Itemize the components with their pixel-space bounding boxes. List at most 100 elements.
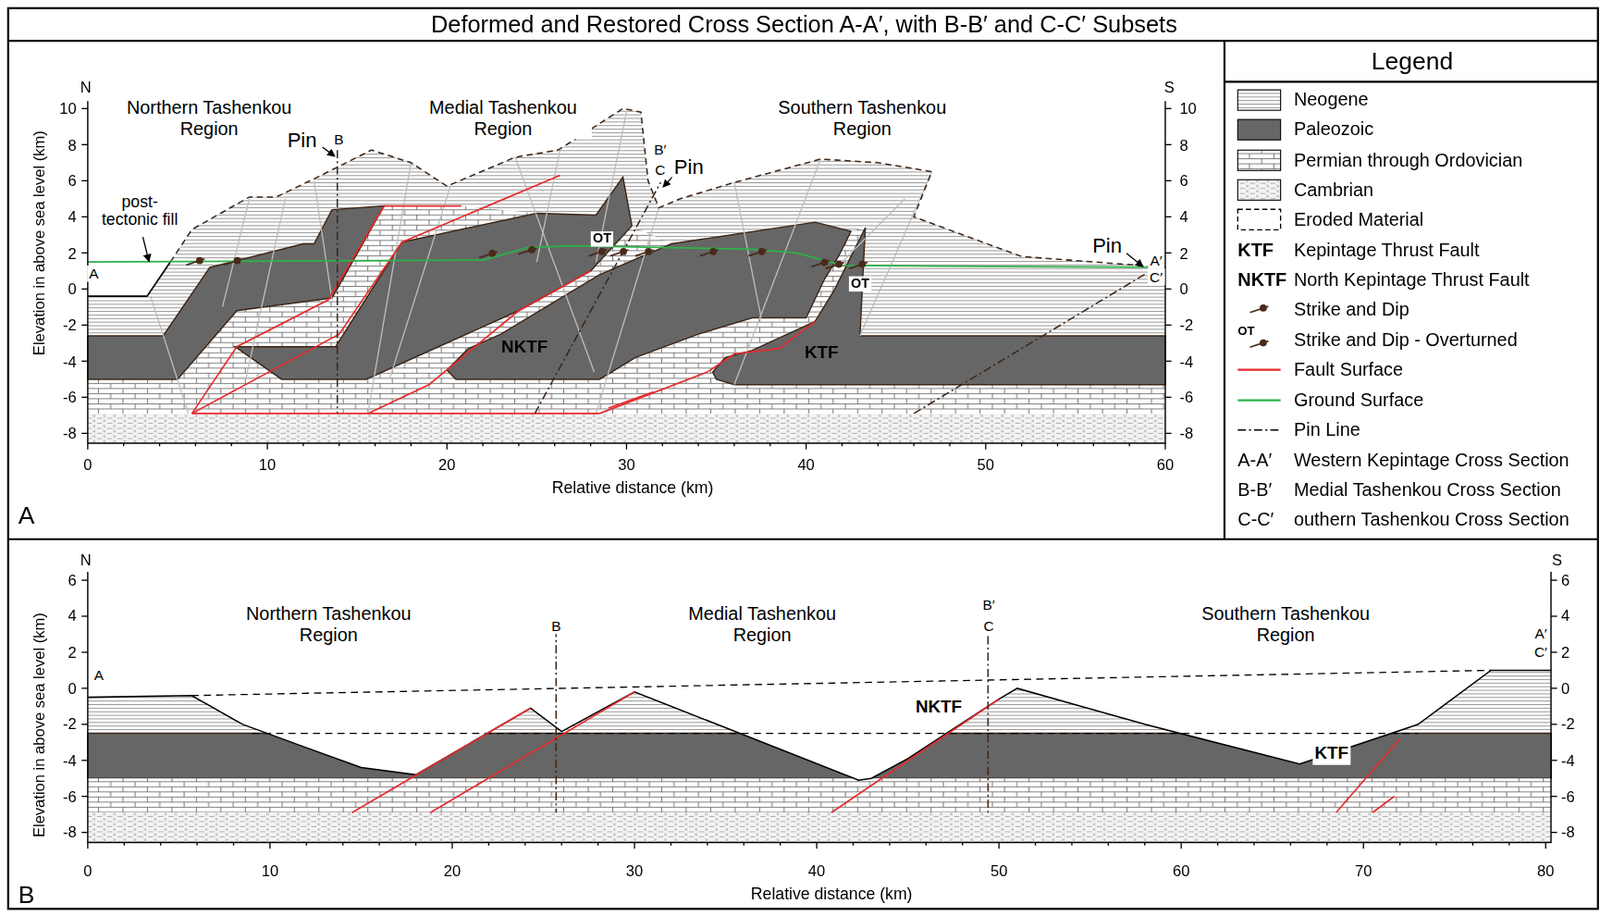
section-end-label: C: [981, 617, 997, 635]
tick-label: 2: [68, 244, 77, 262]
axis-tick: [961, 842, 963, 846]
axial-trace: [314, 180, 333, 300]
axis-tick: [415, 842, 417, 846]
axis-tick: [1021, 443, 1022, 446]
tick-label: 0: [68, 280, 77, 298]
section-end-label: C′: [1532, 642, 1550, 660]
legend-text: Strike and Dip: [1293, 298, 1410, 320]
panel-frames: [8, 8, 1599, 909]
tick-label: 10: [258, 455, 276, 474]
panel-rule: [8, 538, 1599, 541]
tick-label: -6: [1561, 787, 1576, 805]
fault-surface: [368, 270, 591, 414]
axis-tick: [1165, 360, 1172, 362]
tick-label: 6: [1179, 172, 1188, 190]
section-end-label: A′: [1147, 252, 1165, 270]
legend-line: [1237, 399, 1280, 402]
tick-label: 20: [443, 861, 461, 880]
axis-tick: [159, 443, 160, 446]
strike-dip-symbol: [821, 258, 829, 267]
axis-tick: [1107, 842, 1109, 846]
axis-tick: [231, 443, 233, 446]
strike-dip-symbol: [644, 247, 653, 256]
axis-tick: [1165, 324, 1172, 326]
compass-label: N: [80, 550, 92, 568]
region-label: Southern Tashenkou Region: [1192, 603, 1380, 647]
axis-tick: [266, 443, 268, 450]
tick-label: -2: [62, 316, 77, 334]
tick-label: 4: [1179, 208, 1188, 226]
section-end-label: A: [92, 666, 107, 684]
permian-ordovician-unit: [87, 176, 1166, 414]
axis-tick: [488, 842, 490, 846]
axis-tick: [553, 443, 555, 446]
axis-tick: [670, 842, 672, 846]
legend-text: Pin Line: [1293, 418, 1361, 441]
strike-dip-symbol: [1259, 339, 1268, 347]
compass-label: S: [1164, 77, 1175, 96]
axis-tick: [912, 443, 914, 446]
legend-abbrev: KTF: [1237, 239, 1274, 261]
axis-tick: [446, 443, 448, 450]
pin-line: [913, 272, 1147, 414]
axis-tick: [81, 578, 88, 580]
axis-tick: [779, 842, 781, 846]
axis-tick: [81, 615, 88, 616]
axis-tick: [1545, 842, 1547, 850]
pin-line: [987, 619, 990, 813]
region-label: Southern Tashenkou Region: [768, 97, 957, 140]
axis-tick: [81, 795, 88, 797]
legend-swatch: [1237, 209, 1280, 230]
strike-dip-symbol: [709, 247, 717, 256]
neogene-unit: [87, 108, 1166, 414]
tick-label: -8: [62, 823, 77, 841]
annotation: post-tectonic fill: [97, 192, 184, 231]
eroded-outline: [170, 108, 1166, 268]
axis-tick: [1508, 842, 1510, 846]
section-end-label: B′: [652, 140, 669, 158]
panel-letter: A: [18, 501, 36, 530]
strike-dip-symbol: [619, 247, 628, 256]
legend-text: Neogene: [1293, 89, 1369, 111]
axis-line: [87, 100, 1166, 444]
axis-tick: [1550, 759, 1558, 761]
tick-label: 8: [68, 135, 77, 154]
axis-tick: [379, 842, 381, 846]
tick-label: 0: [1561, 678, 1570, 697]
axis-tick: [81, 216, 88, 218]
legend-text: Eroded Material: [1293, 209, 1424, 231]
axis-tick: [1363, 842, 1365, 850]
fault-label: NKTF: [913, 696, 964, 717]
axis-tick: [451, 842, 453, 850]
axis-title: Relative distance (km): [750, 885, 913, 904]
axis-title: Elevation in above sea level (km): [29, 130, 48, 356]
axis-tick: [1165, 288, 1172, 290]
legend-samples: [1237, 89, 1280, 431]
pin-line: [336, 149, 339, 414]
axis-tick: [374, 443, 376, 446]
tick-label: -2: [62, 714, 77, 733]
axis-tick: [81, 687, 88, 689]
axis-tick: [805, 443, 807, 450]
tick-label: 4: [1561, 606, 1570, 625]
axis-tick: [81, 324, 88, 326]
tick-label: 50: [977, 455, 995, 474]
tick-label: -8: [1561, 823, 1576, 841]
axis-tick: [81, 831, 88, 833]
axis-tick: [1144, 842, 1145, 846]
tick-label: -6: [62, 787, 77, 805]
fault-surface: [192, 412, 601, 415]
overturned-label: OT: [590, 231, 614, 247]
fault-label: KTF: [1312, 743, 1351, 764]
fault-label: KTF: [804, 342, 838, 363]
tick-label: -4: [1179, 352, 1194, 370]
overturned-label: OT: [849, 276, 872, 292]
axis-tick: [1550, 687, 1558, 689]
figure-title: Deformed and Restored Cross Section A-A′…: [430, 11, 1178, 38]
tick-label: 20: [438, 455, 456, 474]
axis-tick: [81, 144, 88, 146]
axis-tick: [815, 842, 817, 850]
tick-label: 40: [808, 861, 825, 880]
legend-rule: [1224, 80, 1599, 83]
